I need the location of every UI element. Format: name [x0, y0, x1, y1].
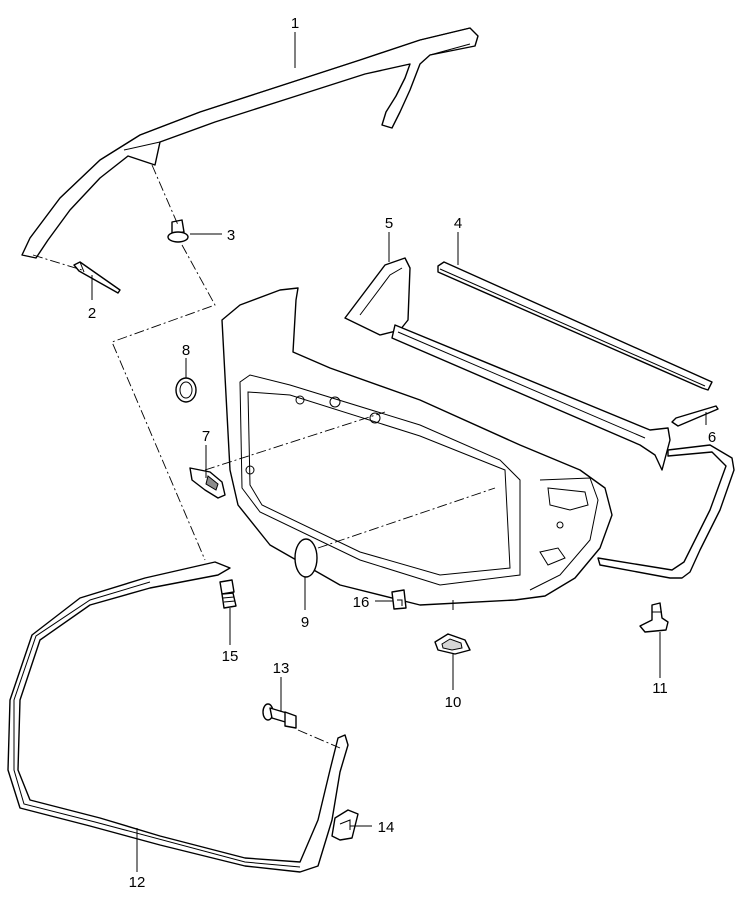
callout-8: 8 — [182, 342, 190, 359]
callout-4: 4 — [454, 215, 462, 232]
part-3-clip[interactable] — [167, 219, 189, 243]
part-14-clip[interactable] — [331, 809, 359, 841]
part-4-window-strip[interactable] — [437, 261, 713, 391]
callout-14: 14 — [378, 819, 395, 836]
callout-1: 1 — [291, 15, 299, 32]
part-1-window-frame-seal[interactable] — [21, 27, 479, 259]
callout-7: 7 — [202, 428, 210, 445]
part-2-pin[interactable] — [73, 261, 121, 294]
callout-9: 9 — [301, 614, 309, 631]
part-11-fastener[interactable] — [639, 602, 669, 633]
part-6-pin[interactable] — [671, 405, 719, 427]
callout-13: 13 — [273, 660, 290, 677]
callout-12: 12 — [129, 874, 146, 891]
part-15-bolt[interactable] — [219, 579, 237, 609]
part-7-bracket[interactable] — [189, 467, 226, 499]
callout-16: 16 — [353, 594, 370, 611]
part-8-plug[interactable] — [175, 377, 197, 403]
callout-15: 15 — [222, 648, 239, 665]
callout-labels: 1 2 3 4 5 6 7 8 9 10 11 12 13 14 15 16 — [88, 15, 716, 891]
alignment-lines — [32, 164, 496, 749]
part-16-clip[interactable] — [391, 589, 407, 610]
part-12-lower-door-seal[interactable] — [7, 561, 349, 873]
leader-lines — [91, 32, 707, 872]
part-9-oval-cover[interactable] — [294, 538, 318, 578]
part-5-mirror-triangle-seal[interactable] — [344, 257, 671, 471]
callout-11: 11 — [652, 680, 668, 697]
callout-3: 3 — [227, 227, 235, 244]
part-13-push-clip[interactable] — [262, 703, 297, 729]
door-shell — [221, 287, 613, 606]
part-10-grommet[interactable] — [434, 633, 471, 655]
callout-2: 2 — [88, 305, 96, 322]
callout-6: 6 — [708, 429, 716, 446]
callout-5: 5 — [385, 215, 393, 232]
door-edge-seal-right[interactable] — [597, 444, 735, 579]
callout-10: 10 — [445, 694, 462, 711]
